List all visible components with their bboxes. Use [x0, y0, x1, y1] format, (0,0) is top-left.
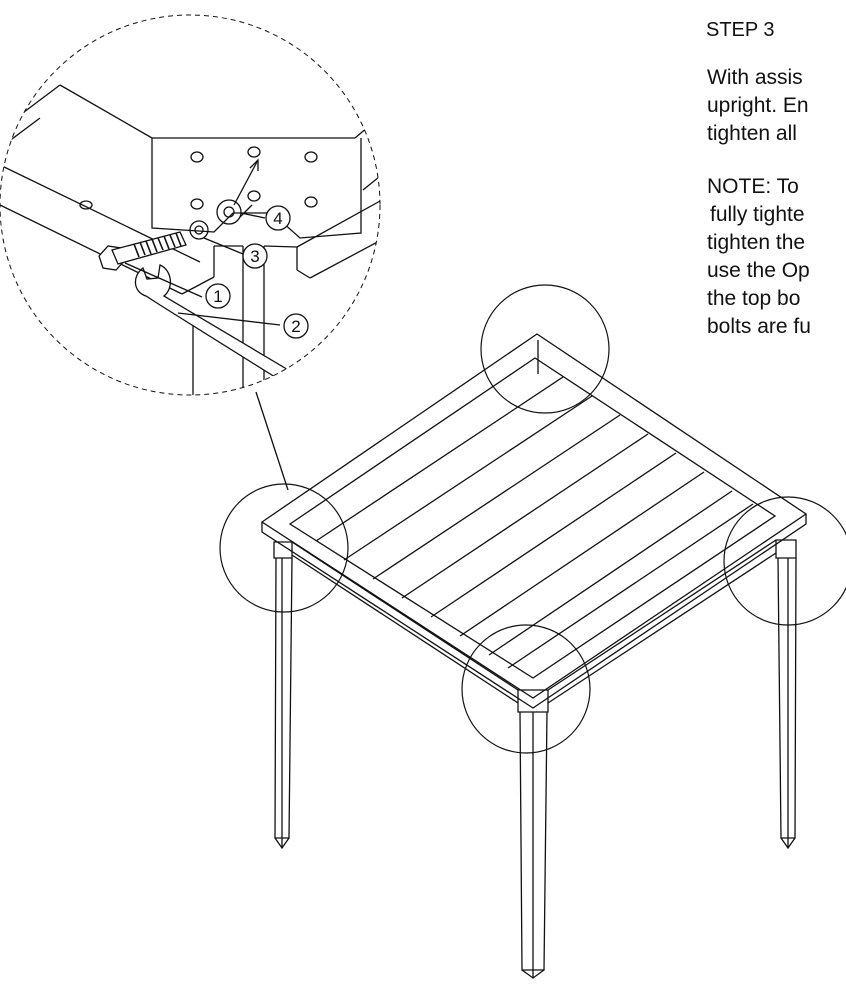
note-line: NOTE: To: [707, 175, 799, 198]
step-title: STEP 3: [706, 19, 775, 41]
corner-circle-front: [461, 624, 591, 754]
detail-zoom-bubble: 1 2 3 4: [0, 14, 381, 491]
callout-label-wrench: 2: [291, 317, 300, 336]
callout-label-flat-washer: 4: [273, 209, 282, 228]
callout-lock-washer: [242, 243, 268, 269]
note-line: bolts are fu: [707, 315, 811, 338]
corner-circle-left: [219, 483, 349, 613]
corner-highlights: [219, 284, 846, 754]
instruction-line: upright. En: [707, 94, 809, 117]
callout-flat-washer: [265, 205, 291, 231]
note-line: use the Op: [707, 259, 810, 282]
callout-bolt: [205, 283, 231, 309]
table-illustration: [260, 333, 808, 979]
instruction-line: tighten all: [707, 122, 797, 145]
detail-bubble-outline: [0, 14, 381, 396]
callout-label-lock-washer: 3: [250, 247, 259, 266]
detail-connector-line: [255, 391, 289, 491]
note-line: the top bo: [707, 287, 801, 310]
note-line: tighten the: [707, 231, 806, 254]
instruction-line: With assis: [707, 66, 803, 89]
corner-circle-right: [723, 496, 846, 626]
callout-label-bolt: 1: [213, 287, 222, 306]
note-line: fully tighte: [710, 203, 805, 226]
corner-circle-back: [480, 284, 610, 414]
callout-wrench: [283, 313, 309, 339]
